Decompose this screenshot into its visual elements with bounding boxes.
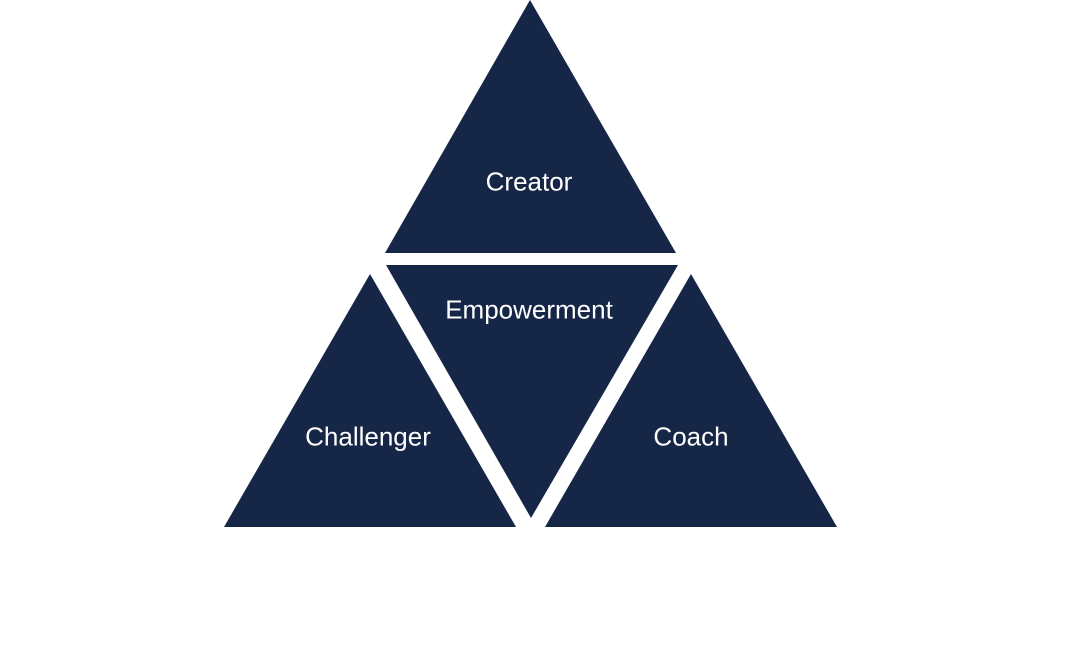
coach-label: Coach <box>653 421 729 452</box>
creator-label: Creator <box>485 166 573 197</box>
challenger-label: Challenger <box>305 421 431 452</box>
coach-triangle <box>545 274 837 527</box>
challenger-triangle <box>224 274 516 527</box>
empowerment-label: Empowerment <box>445 294 613 325</box>
empowerment-triangle <box>386 265 678 518</box>
creator-triangle <box>385 0 676 253</box>
